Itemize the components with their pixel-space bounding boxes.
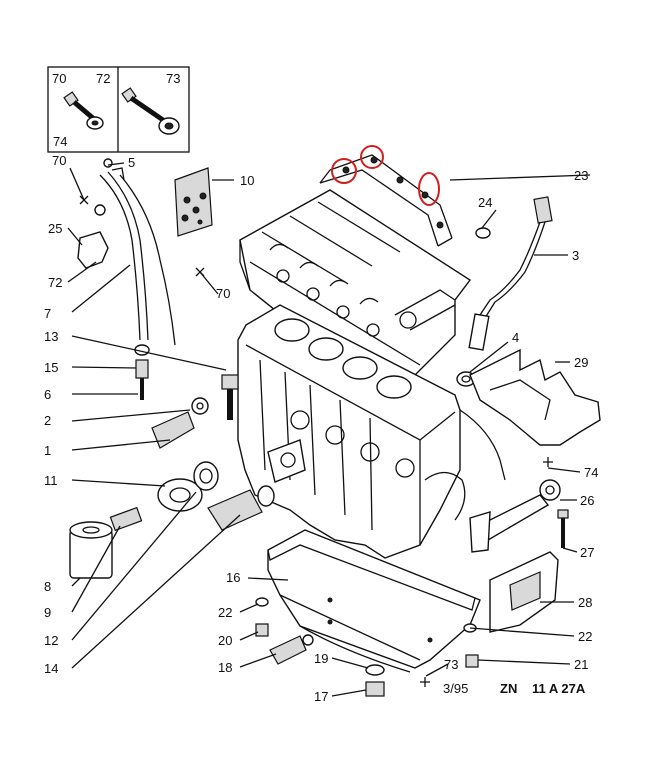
highlight-circle-3 [418,172,440,206]
oil-pan [267,529,481,673]
screw-20-22 [255,597,269,637]
long-bolt-icon [121,87,180,135]
callout-73-lower: 73 [444,657,458,672]
dipstick-clip [94,204,106,216]
callout-26: 26 [580,493,594,508]
callout-12: 12 [44,633,58,648]
callout-72: 72 [48,275,62,290]
fastener-inset: 70 72 73 74 [47,66,190,153]
callout-3: 3 [572,248,579,263]
callout-70-mid: 70 [216,286,230,301]
callout-17: 17 [314,689,328,704]
callout-23: 23 [574,168,588,183]
callout-7: 7 [44,306,51,321]
callout-72-inset: 72 [96,71,110,86]
callout-22-right: 22 [578,629,592,644]
callouts: 1 2 3 4 5 6 7 8 9 10 11 12 13 14 15 16 1… [44,153,598,704]
oil-seal-24 [475,227,491,239]
filter-nipple-9 [109,506,143,532]
screw-21-22 [463,623,479,668]
callout-70-inset: 70 [52,71,66,86]
callout-18: 18 [218,660,232,675]
callout-14: 14 [44,661,58,676]
footer: 3/95 ZN 11 A 27A [443,681,586,696]
callout-11: 11 [44,473,58,488]
callout-74-inset: 74 [53,134,67,149]
crosshair-markers [79,195,553,687]
callout-2: 2 [44,413,51,428]
cylinder-bore-3 [342,356,378,380]
callout-74-right: 74 [584,465,598,480]
support-arm-26 [469,479,561,553]
oil-cooler-11 [157,461,219,512]
callout-28: 28 [578,595,592,610]
bracket-25 [77,231,109,269]
highlight-circle-2 [360,145,384,169]
cylinder-bore-4 [376,375,412,399]
callout-22-left: 22 [218,605,232,620]
callout-1: 1 [44,443,51,458]
callout-8: 8 [44,579,51,594]
callout-16: 16 [226,570,240,585]
sensor-18 [269,634,314,665]
callout-20: 20 [218,633,232,648]
gasket-29 [469,348,601,446]
drain-plug-17 [365,664,385,697]
callout-4: 4 [512,330,519,345]
callout-21: 21 [574,657,588,672]
callout-25: 25 [48,221,62,236]
cylinder-bore-2 [308,337,344,361]
engine-block [237,304,506,559]
washer-19 [365,664,385,676]
gasket-kit-10 [174,167,213,237]
screw-27 [557,509,569,548]
footer-ref-code: 11 A 27A [532,681,586,696]
callout-9: 9 [44,605,51,620]
callout-15: 15 [44,360,58,375]
leader-lines [67,162,591,697]
callout-10: 10 [240,173,254,188]
oil-level-sensor [468,196,553,351]
callout-29: 29 [574,355,588,370]
callout-13: 13 [44,329,58,344]
callout-70-top: 70 [52,153,66,168]
cover-28 [489,551,559,633]
callout-73-inset: 73 [166,71,180,86]
callout-19: 19 [314,651,328,666]
footer-ref-prefix: ZN [500,681,517,696]
bolt-13 [221,374,239,420]
thermostat-14 [207,485,275,531]
highlight-circle-1 [331,158,357,184]
footer-date: 3/95 [443,681,468,696]
dipstick [94,158,176,346]
cylinder-bore-1 [274,318,310,342]
valve-cover-gasket [319,145,453,247]
oil-filter-8 [69,521,113,579]
callout-24: 24 [478,195,492,210]
callout-5: 5 [128,155,135,170]
callout-27: 27 [580,545,594,560]
sensor-15-6 [134,344,150,400]
bolt-with-washer-icon [63,91,104,130]
callout-6: 6 [44,387,51,402]
